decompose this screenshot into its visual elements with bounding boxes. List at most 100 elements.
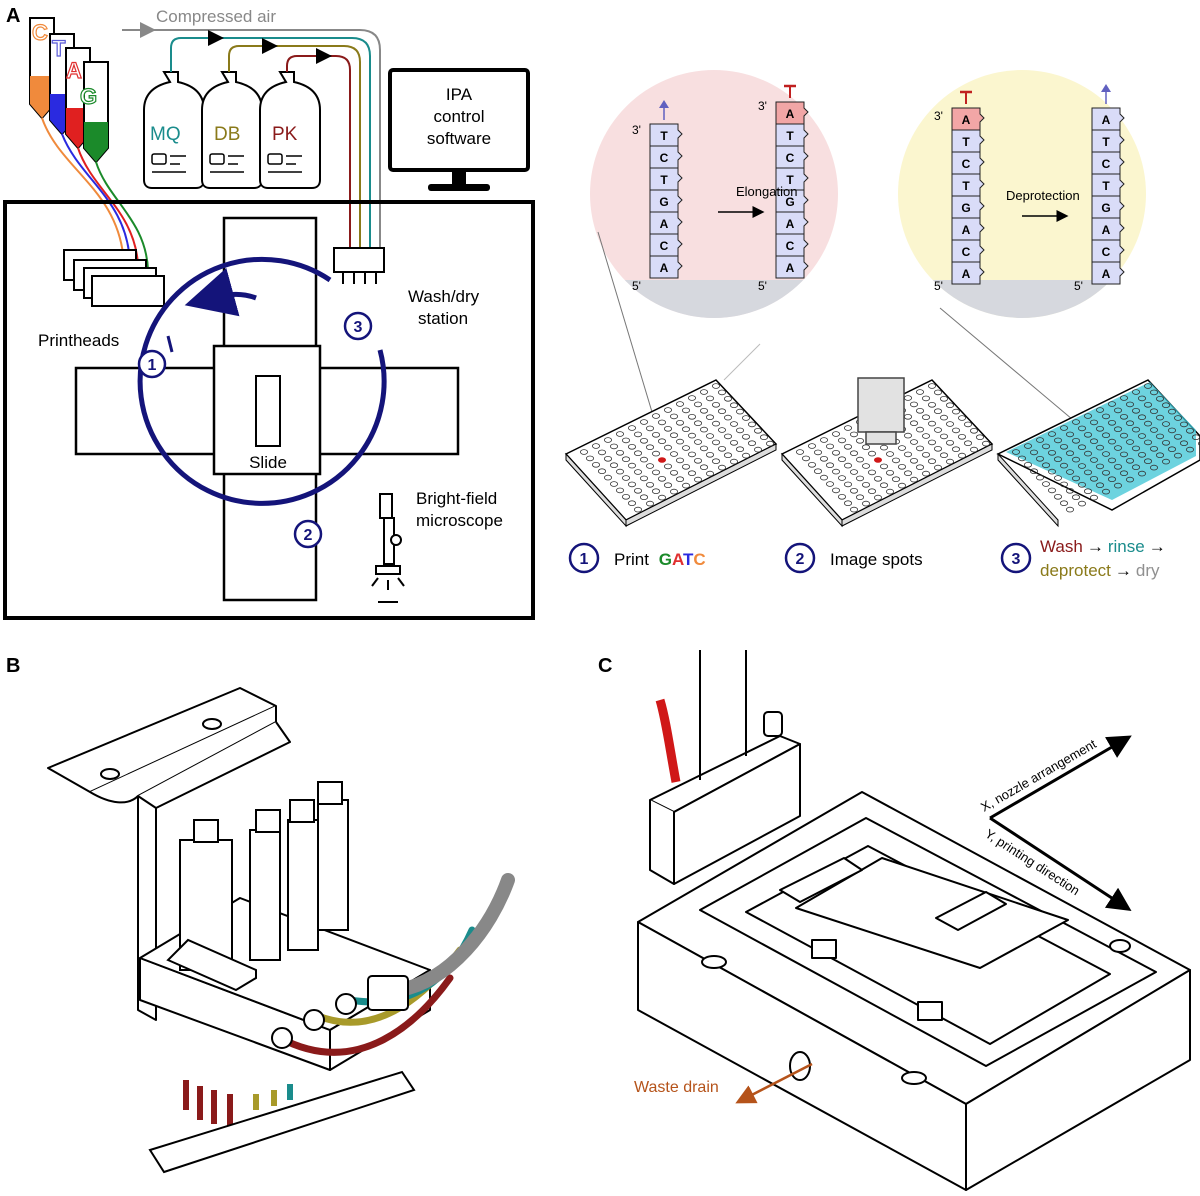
array-spot — [1054, 437, 1063, 444]
array-spot — [646, 500, 655, 507]
tube-label-t: T — [52, 36, 66, 61]
array-spot — [1078, 444, 1087, 451]
array-spot — [1138, 451, 1147, 458]
array-spot — [928, 439, 937, 446]
legend-marker-3 — [1000, 542, 1032, 574]
array-spot — [1132, 464, 1141, 471]
strand-4-5prime: 5' — [1074, 279, 1083, 293]
array-spot — [706, 470, 715, 477]
strand-2-3prime: 3' — [758, 99, 767, 113]
array-spot — [748, 421, 757, 428]
slide-label: Slide — [249, 453, 287, 472]
array-spot — [700, 464, 709, 471]
tube-label-a: A — [66, 58, 82, 83]
array-spot — [658, 475, 667, 482]
array-spot — [832, 431, 841, 437]
array-spot — [724, 452, 733, 459]
array-spot — [1108, 401, 1117, 407]
strand-4-base-label: A — [1102, 267, 1111, 281]
base-g: G — [659, 550, 672, 569]
wash-word: Wash — [1040, 537, 1083, 556]
array-spot — [1066, 469, 1075, 475]
array-spot — [916, 445, 925, 452]
array-spot — [1138, 433, 1147, 439]
array-spot — [712, 420, 721, 427]
strand-2-base-label: A — [786, 217, 795, 231]
array-spot — [610, 481, 619, 487]
legend-step-2-number: 2 — [796, 551, 805, 568]
array-spot — [862, 444, 871, 451]
array-spot — [1180, 440, 1189, 447]
array-spot — [886, 451, 895, 457]
array-spot — [814, 449, 823, 456]
waste-arrow — [735, 1062, 813, 1104]
array-spot — [598, 468, 607, 475]
base-plate — [148, 1070, 416, 1174]
array-spot — [1096, 407, 1105, 413]
array-spot — [1090, 438, 1099, 445]
array-spot — [1150, 389, 1159, 396]
array-spot — [1084, 488, 1093, 495]
array-spot — [1114, 463, 1123, 470]
strand-1-base-label: C — [660, 239, 669, 253]
array-spot — [604, 474, 613, 481]
strand-1-5prime: 5' — [632, 279, 641, 293]
array-spot — [1072, 419, 1081, 425]
strand-3-base-label: A — [962, 113, 971, 127]
array-spot — [1108, 457, 1117, 464]
array-spot — [580, 449, 589, 455]
base-c: C — [693, 550, 705, 569]
strand-3-base-label: G — [961, 201, 970, 215]
array-spot — [640, 419, 649, 425]
strand-1-base-label: C — [660, 151, 669, 165]
array-spot — [610, 443, 619, 450]
surface-elongation — [590, 280, 838, 318]
printhead-mount — [47, 687, 431, 1071]
array-spot — [874, 475, 883, 482]
elongation-label: Elongation — [736, 184, 797, 199]
array-spot — [634, 469, 643, 475]
array-spot — [1150, 464, 1159, 471]
array-spot — [688, 432, 697, 439]
array-spot — [838, 493, 847, 500]
strand-1-base-label: T — [660, 129, 668, 143]
array-spot — [886, 488, 895, 495]
strand-3-base-label: A — [962, 267, 971, 281]
array-spot — [652, 431, 661, 438]
array-spot — [964, 421, 973, 428]
array-spot — [946, 439, 955, 446]
strand-1-base-label: G — [659, 195, 668, 209]
array-spot — [1144, 458, 1153, 465]
array-spot — [1132, 426, 1141, 433]
array-spot — [844, 443, 853, 450]
array-spot — [922, 414, 931, 421]
array-spot — [1072, 494, 1081, 501]
array-spot — [1120, 451, 1129, 458]
legend-step-2-text: Image spots — [830, 550, 923, 569]
monitor — [388, 68, 530, 191]
array-spot — [1078, 481, 1087, 488]
x-axis-arrow — [989, 735, 1132, 820]
array-spot — [910, 401, 919, 408]
array-spot — [1174, 433, 1183, 440]
array-spot — [1138, 395, 1147, 402]
array-spot — [646, 463, 655, 469]
array-spot — [898, 482, 907, 489]
array-spot — [1054, 456, 1063, 463]
array-spot — [1042, 443, 1051, 450]
array-spot — [946, 402, 955, 409]
software-line-2: control — [433, 107, 484, 126]
reagent-tubes — [29, 17, 109, 164]
array-slide-2 — [780, 377, 994, 528]
array-spot — [682, 407, 691, 414]
array-spot — [592, 443, 601, 449]
array-spot — [940, 395, 949, 402]
array-spot — [1162, 439, 1171, 446]
array-spot — [634, 506, 643, 513]
array-spot — [640, 437, 649, 444]
array-spot — [1084, 431, 1093, 438]
array-spot — [658, 494, 667, 501]
array-spot — [1090, 494, 1099, 501]
array-spot — [934, 464, 943, 471]
array-spot — [1066, 431, 1075, 438]
